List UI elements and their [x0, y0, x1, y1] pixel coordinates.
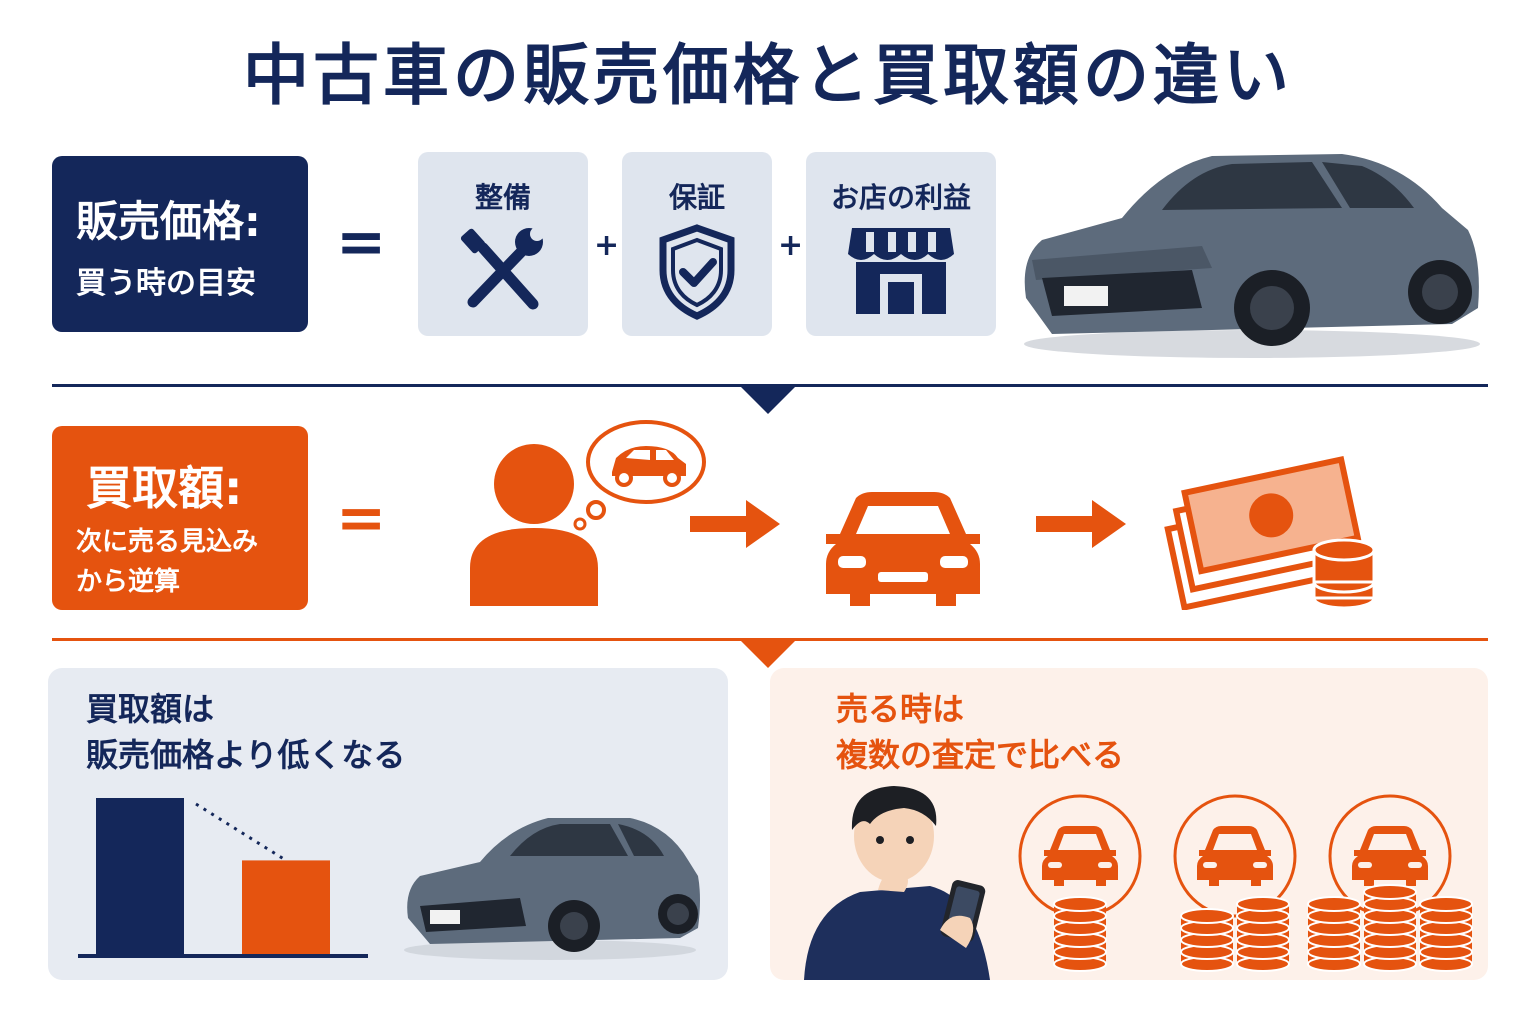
car-front-icon	[826, 492, 980, 606]
component-label-profit: お店の利益	[830, 181, 971, 214]
buyback-label-box: 買取額: 次に売る見込み から逆算	[52, 426, 308, 610]
coin-stack	[1236, 896, 1290, 972]
shield-check-icon	[659, 224, 735, 320]
component-label-warranty: 保証	[668, 181, 725, 214]
buyback-sublabel-line2: から逆算	[76, 567, 181, 597]
panel-buyback-lower: 買取額は 販売価格より低くなる	[48, 668, 728, 980]
buyback-sublabel-line1: 次に売る見込み	[76, 527, 259, 557]
page-title: 中古車の販売価格と買取額の違い	[243, 37, 1293, 114]
bar-selling-price	[96, 798, 184, 954]
equals-sign-top: =	[336, 207, 387, 277]
component-card-profit: お店の利益	[806, 152, 996, 336]
divider-navy	[52, 384, 1488, 387]
divider-notch-navy	[740, 386, 796, 414]
selling-price-sublabel: 買う時の目安	[76, 266, 256, 301]
arrow-right-icon	[690, 500, 780, 548]
panel-sell-advice: 売る時は 複数の査定で比べる	[770, 668, 1488, 980]
appraisal-offers	[1018, 794, 1473, 972]
component-card-maintenance: 整備	[418, 152, 588, 336]
car-icon	[1197, 826, 1273, 886]
wrench-screwdriver-icon	[460, 227, 544, 310]
equals-sign-bottom: =	[336, 483, 387, 553]
buyback-label: 買取額:	[86, 461, 243, 515]
car-photo-top	[1024, 154, 1480, 358]
selling-price-label-box: 販売価格: 買う時の目安	[52, 156, 308, 332]
price-comparison-chart	[78, 798, 368, 958]
bar-buyback	[242, 860, 330, 954]
plus-sign-2: +	[778, 228, 804, 263]
selling-price-label: 販売価格:	[76, 197, 261, 246]
plus-sign-1: +	[594, 228, 620, 263]
offer-1	[1018, 794, 1142, 918]
divider-notch-orange	[740, 640, 796, 668]
offer-2	[1173, 794, 1297, 918]
buyback-sublabel: 次に売る見込み から逆算	[76, 522, 258, 602]
coin-stack	[1307, 896, 1361, 972]
coin-stack	[1053, 896, 1107, 972]
storefront-icon	[848, 228, 954, 314]
coin-stack	[1363, 884, 1417, 972]
offer-circle	[1173, 794, 1297, 918]
chart-drop-line	[195, 802, 287, 862]
panel-right-text: 売る時は 複数の査定で比べる	[836, 686, 1124, 778]
panel-left-line1: 買取額は	[86, 690, 215, 728]
arrow-right-icon-2	[1036, 500, 1126, 548]
coin-stack	[1419, 896, 1473, 972]
component-card-warranty: 保証	[622, 152, 772, 336]
car-icon	[1042, 826, 1118, 886]
panel-right-line1: 売る時は	[836, 690, 965, 728]
panel-left-line2: 販売価格より低くなる	[86, 736, 406, 774]
person-with-phone-illustration	[804, 786, 990, 980]
panel-left-text: 買取額は 販売価格より低くなる	[86, 686, 405, 778]
car-icon	[1352, 826, 1428, 886]
divider-orange	[52, 638, 1488, 641]
car-photo-bottom	[404, 818, 700, 960]
panel-right-line2: 複数の査定で比べる	[836, 736, 1125, 774]
component-label-maintenance: 整備	[474, 181, 531, 214]
coin-stack	[1180, 908, 1234, 972]
offer-3	[1328, 794, 1452, 918]
money-coins-icon	[1164, 456, 1376, 610]
person-thinking-car-icon	[470, 420, 706, 606]
